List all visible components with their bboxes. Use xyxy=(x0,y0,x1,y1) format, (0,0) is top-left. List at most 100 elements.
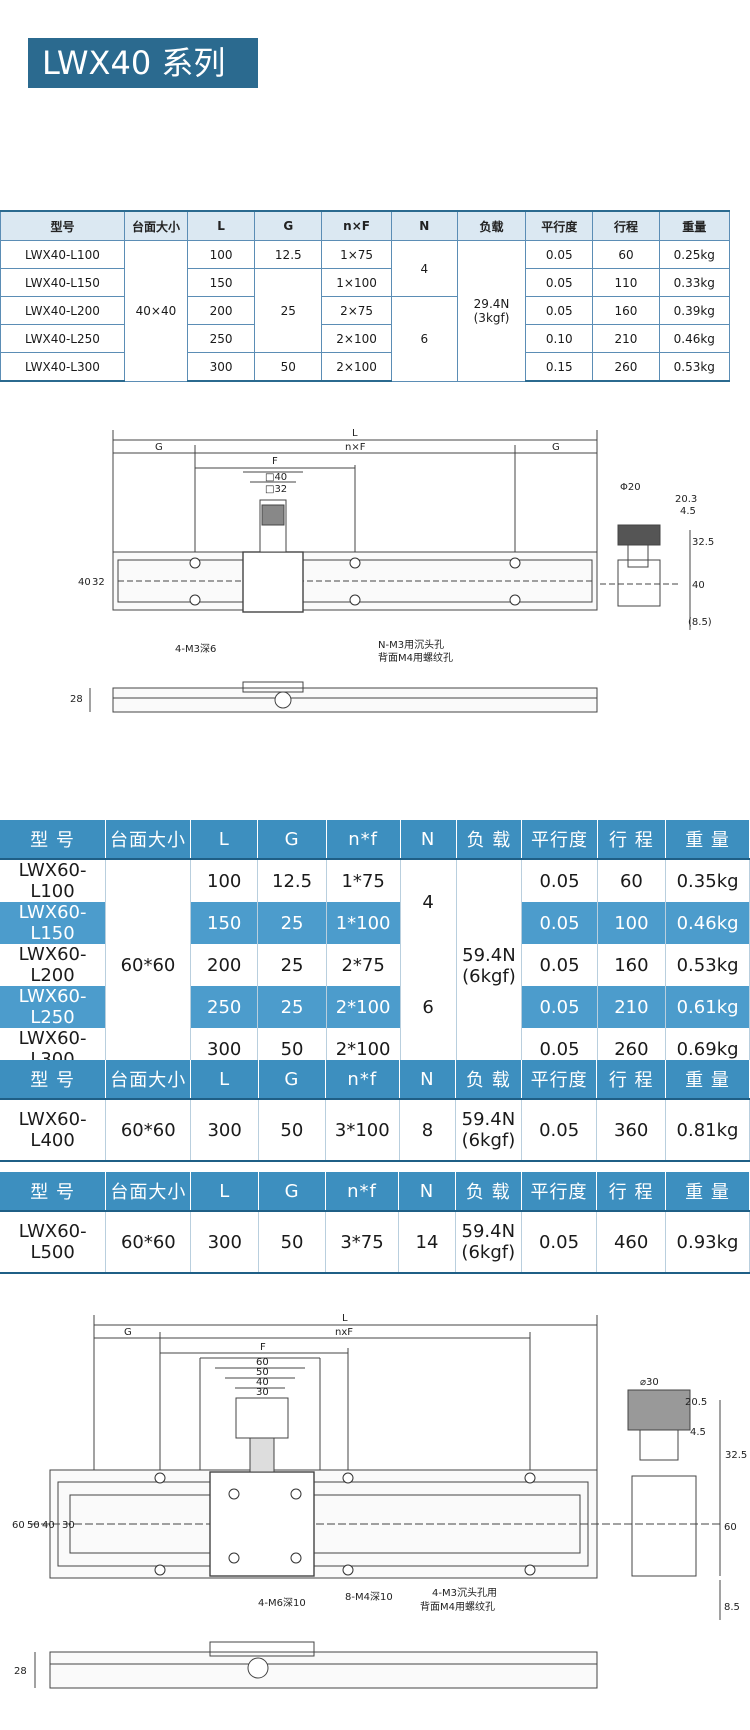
dim-60: 60 xyxy=(256,1357,269,1368)
cell-N: 4 xyxy=(400,859,457,944)
table-row: LWX40-L300 300 50 2×100 0.15 260 0.53kg xyxy=(0,352,731,382)
cell-model: LWX40-L250 xyxy=(0,324,125,353)
col-size: 台面大小 xyxy=(105,820,191,860)
cell-weight: 0.81kg xyxy=(665,1099,750,1162)
lwx60-l400-table: 型 号 台面大小 L G n*f N 负 载 平行度 行 程 重 量 LWX60… xyxy=(0,1060,750,1162)
load-value: 59.4N xyxy=(461,1221,516,1242)
cell-model: LWX60-L150 xyxy=(0,902,107,944)
cell-L: 100 xyxy=(190,859,259,902)
col-L: L xyxy=(186,210,256,241)
cell-nf: 2*75 xyxy=(326,944,401,986)
cell-G: 25 xyxy=(257,944,327,986)
table-header-row: 型号 台面大小 L G n×F N 负载 平行度 行程 重量 xyxy=(0,210,731,241)
cell-stroke: 260 xyxy=(592,352,660,382)
cell-L: 150 xyxy=(190,902,259,944)
col-load: 负 载 xyxy=(456,820,523,860)
cell-G: 25 xyxy=(254,268,323,353)
cell-weight: 0.53kg xyxy=(665,944,750,986)
cell-L: 200 xyxy=(190,944,259,986)
dim-L: L xyxy=(342,1313,348,1324)
cell-N: 8 xyxy=(399,1099,456,1162)
col-weight: 重 量 xyxy=(665,820,750,860)
note-nm3: N-M3用沉头孔 xyxy=(378,638,444,651)
dim-50: 50 xyxy=(256,1367,269,1378)
dim-F: F xyxy=(260,1342,266,1353)
col-nf: n*f xyxy=(325,1060,400,1100)
col-load: 负载 xyxy=(456,210,527,241)
dim-32: 32 xyxy=(92,577,105,588)
col-weight: 重 量 xyxy=(665,1172,750,1212)
cell-model: LWX60-L500 xyxy=(0,1211,107,1274)
lwx40-spec-table: 型号 台面大小 L G n×F N 负载 平行度 行程 重量 LWX40-L10… xyxy=(0,210,731,382)
dim-20-3: 20.3 xyxy=(675,494,697,505)
col-stroke: 行 程 xyxy=(597,820,667,860)
cell-G: 50 xyxy=(258,1211,326,1274)
cell-model: LWX40-L150 xyxy=(0,268,125,297)
col-size: 台面大小 xyxy=(105,1172,192,1212)
note-m3: 4-M3沉头孔用 xyxy=(432,1586,497,1599)
cell-model: LWX60-L200 xyxy=(0,944,107,986)
cell-load: 59.4N(6kgf) xyxy=(456,859,523,1071)
note-m3: 4-M3深6 xyxy=(175,643,216,655)
cell-weight: 0.33kg xyxy=(658,268,731,297)
dim-left-50: 50 xyxy=(27,1520,40,1531)
load-value: 59.4N xyxy=(461,1109,516,1130)
note-m6: 4-M6深10 xyxy=(258,1597,306,1609)
cell-nF: 2×75 xyxy=(321,296,392,325)
dim-30: 30 xyxy=(256,1387,269,1398)
cell-G: 50 xyxy=(258,1099,326,1162)
table-row: LWX40-L150 150 25 1×100 0.05 110 0.33kg xyxy=(0,268,731,353)
cell-L: 300 xyxy=(190,1211,260,1274)
dim-nF: n×F xyxy=(345,442,366,453)
cell-load: 29.4N(3kgf) xyxy=(456,240,527,382)
col-N: N xyxy=(398,1172,456,1212)
note-m3b: 背面M4用螺纹孔 xyxy=(420,1600,495,1613)
cell-parallel: 0.05 xyxy=(525,240,594,269)
dim-phi30: ⌀30 xyxy=(640,1377,659,1388)
cell-N: 6 xyxy=(390,296,458,382)
dim-4-5: 4.5 xyxy=(690,1427,706,1438)
cell-L: 150 xyxy=(186,268,256,297)
col-weight: 重 量 xyxy=(665,1060,750,1100)
col-nf: n*f xyxy=(325,1172,400,1212)
col-N: N xyxy=(390,210,458,241)
cell-stroke: 110 xyxy=(592,268,660,297)
table-row: LWX60-L150 150 25 1*100 0.05 100 0.46kg xyxy=(0,902,750,944)
dim-left-30: 30 xyxy=(62,1520,75,1531)
cell-G: 25 xyxy=(257,902,327,944)
cell-stroke: 210 xyxy=(597,986,667,1028)
cell-nF: 2×100 xyxy=(321,352,392,382)
cell-model: LWX60-L100 xyxy=(0,859,107,902)
table-row: LWX40-L200 200 2×75 6 0.05 160 0.39kg xyxy=(0,296,731,382)
cell-load: 59.4N(6kgf) xyxy=(455,1211,522,1274)
col-stroke: 行 程 xyxy=(596,1172,666,1212)
dim-4-5: 4.5 xyxy=(680,506,696,517)
load-value: 29.4N xyxy=(473,296,510,311)
cell-L: 300 xyxy=(186,352,256,382)
col-model: 型 号 xyxy=(0,1172,107,1212)
table-row: LWX40-L250 250 2×100 0.10 210 0.46kg xyxy=(0,324,731,353)
col-model: 型 号 xyxy=(0,1060,107,1100)
cell-weight: 0.46kg xyxy=(665,902,750,944)
col-parallel: 平行度 xyxy=(521,820,598,860)
cell-N: 6 xyxy=(400,944,457,1071)
cell-parallel: 0.10 xyxy=(525,324,594,353)
col-model: 型号 xyxy=(0,210,125,241)
cell-parallel: 0.05 xyxy=(525,268,594,297)
col-G: G xyxy=(258,1172,326,1212)
col-parallel: 平行度 xyxy=(521,1060,598,1100)
dim-L: L xyxy=(352,428,358,439)
dim-sq40: □40 xyxy=(265,472,287,483)
dim-phi20: Φ20 xyxy=(620,482,641,493)
cell-model: LWX40-L100 xyxy=(0,240,125,269)
cell-weight: 0.93kg xyxy=(665,1211,750,1274)
col-size: 台面大小 xyxy=(123,210,188,241)
col-stroke: 行程 xyxy=(592,210,660,241)
cell-nF: 2×100 xyxy=(321,324,392,353)
page-title: LWX40 系列 xyxy=(28,38,258,88)
dim-20-5: 20.5 xyxy=(685,1397,707,1408)
col-model: 型 号 xyxy=(0,820,107,860)
col-L: L xyxy=(190,820,259,860)
cell-stroke: 160 xyxy=(592,296,660,325)
dim-sq32: □32 xyxy=(265,484,287,495)
